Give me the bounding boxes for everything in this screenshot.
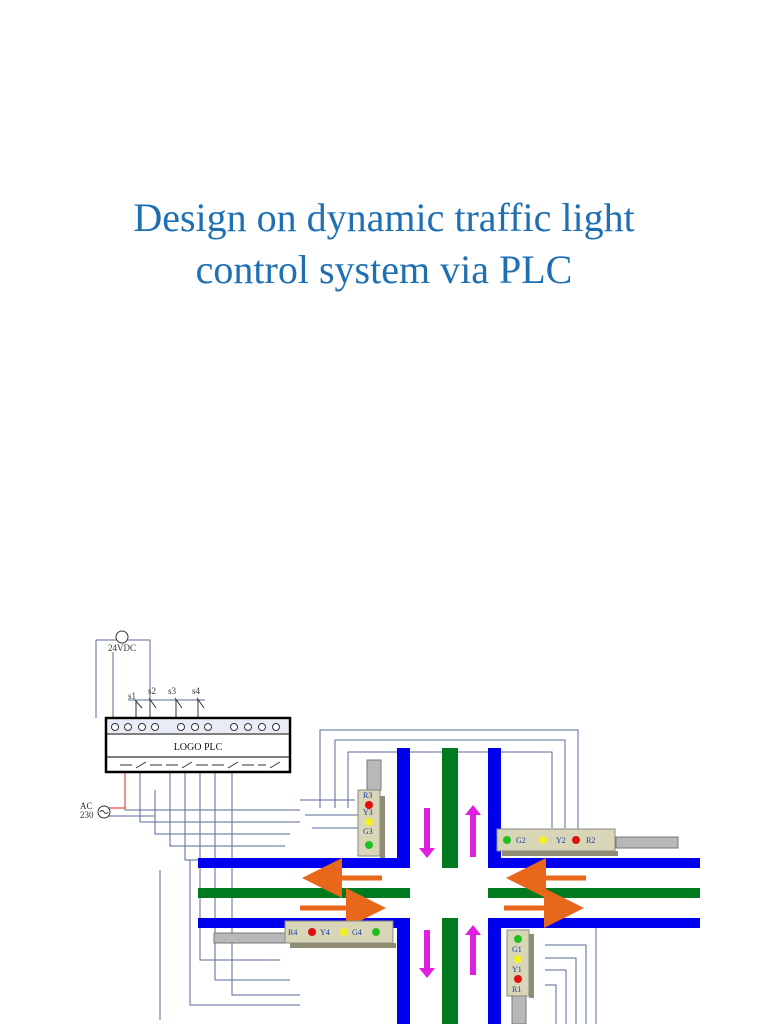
signal-south-label-red: R1 [512, 985, 521, 994]
ac-label: AC [80, 801, 93, 811]
signal-east-label-yellow: Y2 [556, 836, 566, 845]
green-light-icon [503, 836, 511, 844]
sensor-switches [134, 697, 205, 718]
red-light-icon [308, 928, 316, 936]
red-light-icon [572, 836, 580, 844]
slide-title: Design on dynamic traffic light control … [0, 192, 768, 296]
sensor-label-3: s3 [168, 686, 177, 696]
traffic-arrows-horizontal [300, 858, 586, 928]
yellow-light-icon [365, 818, 373, 826]
sensor-label-4: s4 [192, 686, 201, 696]
green-light-icon [514, 935, 522, 943]
ac-feed: AC 230 [80, 772, 155, 820]
signal-south-label-yellow: Y1 [512, 965, 522, 974]
yellow-light-icon [539, 836, 547, 844]
ac-voltage-label: 230 [80, 810, 94, 820]
signal-east-label-red: R2 [586, 836, 595, 845]
signal-south-label-green: G1 [512, 945, 522, 954]
title-line-1: Design on dynamic traffic light [133, 195, 635, 240]
yellow-light-icon [514, 955, 522, 963]
signal-east-label-green: G2 [516, 836, 526, 845]
yellow-light-icon [340, 928, 348, 936]
signal-north: R3 Y3 G3 [357, 789, 385, 858]
traffic-arrows-vertical [419, 805, 481, 978]
signal-west-label-green: G4 [352, 928, 362, 937]
title-line-2: control system via PLC [195, 247, 573, 292]
sensor-label-2: s2 [148, 686, 156, 696]
dc-source-icon [115, 630, 129, 644]
sensor-label-1: s1 [128, 691, 136, 701]
signal-poles [213, 759, 679, 1024]
dc-power-source: 24VDC [108, 630, 136, 653]
signal-north-label-red: R3 [363, 791, 372, 800]
logo-plc: LOGO PLC [104, 716, 292, 774]
signal-south: G1 Y1 R1 [506, 929, 534, 998]
signal-west-label-red: R4 [288, 928, 297, 937]
green-light-icon [365, 841, 373, 849]
dc-label: 24VDC [108, 643, 136, 653]
green-light-icon [372, 928, 380, 936]
signal-north-label-green: G3 [363, 827, 373, 836]
red-light-icon [514, 975, 522, 983]
signal-west-label-yellow: Y4 [320, 928, 330, 937]
intersection [198, 748, 700, 1024]
plc-label: LOGO PLC [174, 742, 223, 753]
signal-east: G2 Y2 R2 [496, 828, 618, 856]
signal-north-label-yellow: Y3 [363, 808, 373, 817]
signal-west: R4 Y4 G4 [284, 920, 396, 948]
red-light-icon [365, 801, 373, 809]
